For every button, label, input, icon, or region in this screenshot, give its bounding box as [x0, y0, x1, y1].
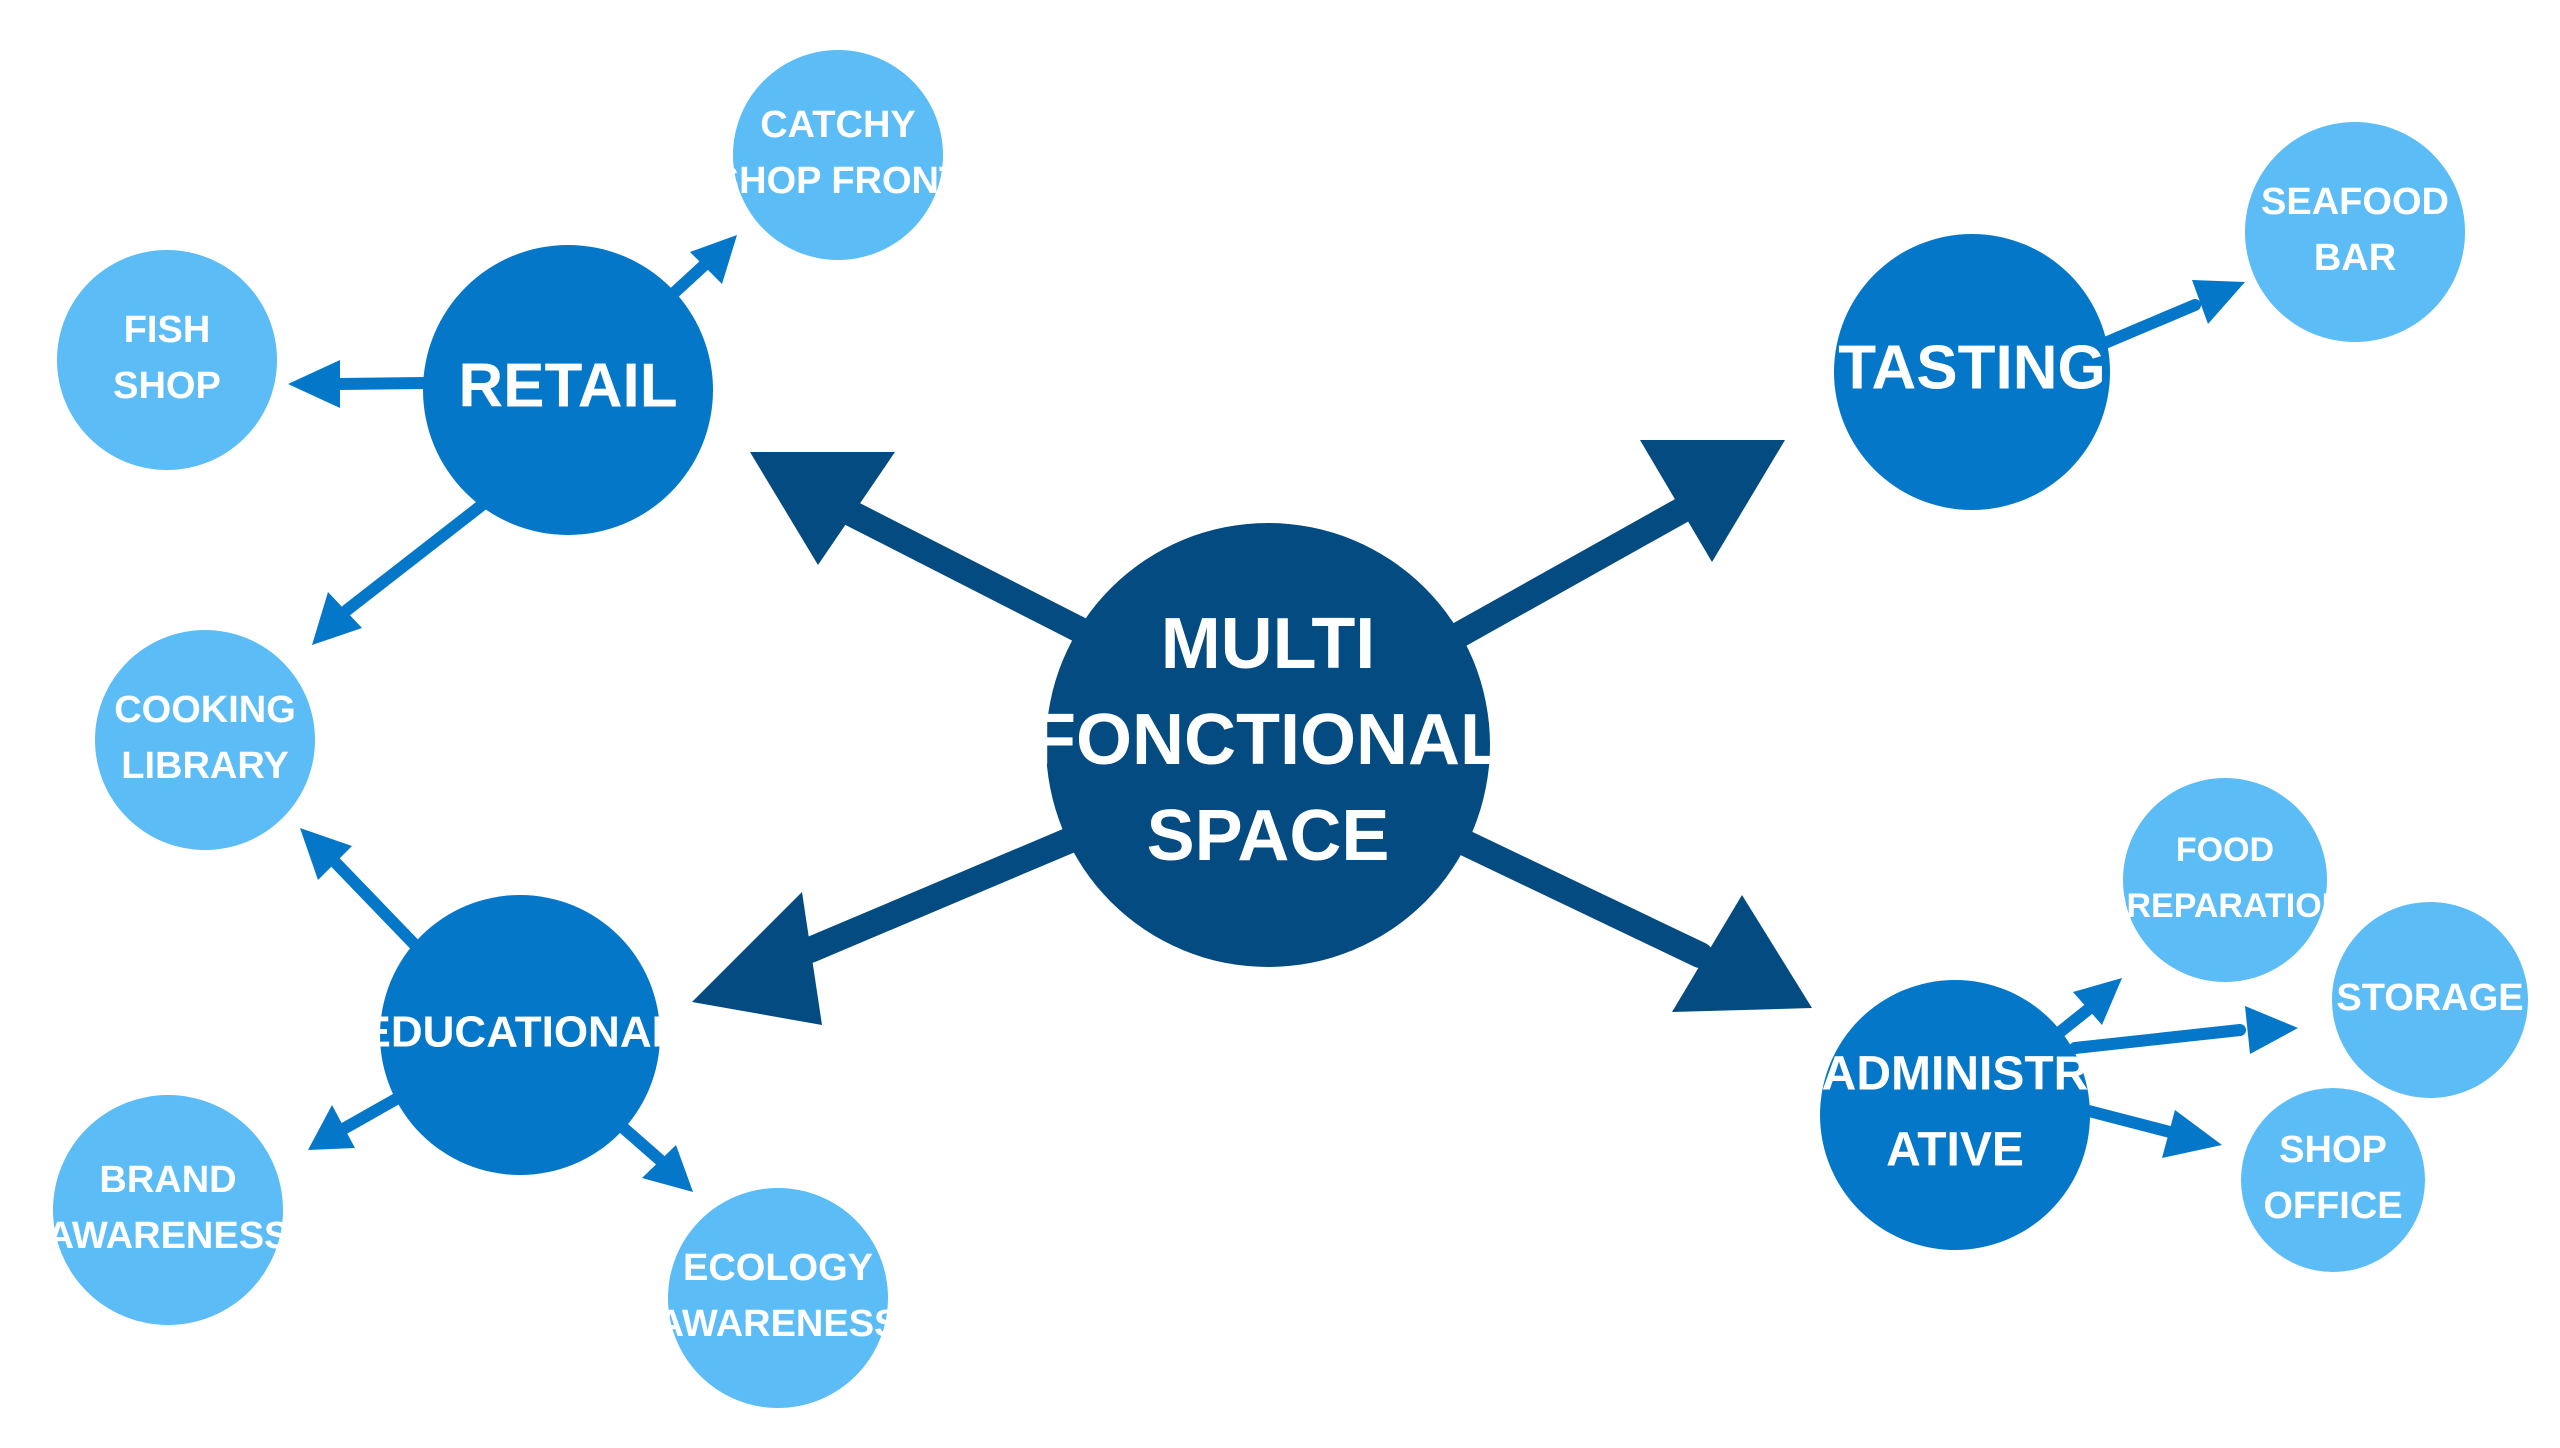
- arrow-administrative-to-food-preparation: [2054, 978, 2122, 1038]
- administrative-node-label: ADMINISTR: [1822, 1048, 2089, 1101]
- cooking-library-node-label: COOKING: [114, 689, 296, 731]
- brand-awareness-node: BRAND AWARENESS: [47, 1095, 290, 1325]
- administrative-node-label: ATIVE: [1886, 1124, 2024, 1177]
- fish-shop-node-circle: [57, 250, 277, 470]
- shop-office-node-label: OFFICE: [2263, 1185, 2402, 1227]
- shop-office-node: SHOP OFFICE: [2241, 1088, 2425, 1272]
- arrow-administrative-to-storage: [2069, 1006, 2298, 1054]
- shop-office-node-label: SHOP: [2279, 1129, 2387, 1171]
- storage-node: STORAGE: [2332, 902, 2528, 1098]
- ecology-awareness-node-label: AWARENESS: [657, 1303, 900, 1345]
- arrow-center-to-educational: [692, 825, 1088, 1025]
- arrow-center-to-administrative: [1442, 825, 1812, 1012]
- food-preparation-node-circle: [2123, 778, 2327, 982]
- seafood-bar-node: SEAFOOD BAR: [2245, 122, 2465, 342]
- arrow-educational-to-cooking-library: [300, 828, 421, 951]
- brand-awareness-node-label: AWARENESS: [47, 1215, 290, 1257]
- brand-awareness-node-label: BRAND: [99, 1159, 236, 1201]
- ecology-awareness-node-circle: [668, 1188, 888, 1408]
- food-preparation-node-label: FOOD: [2176, 831, 2274, 869]
- arrow-educational-to-brand-awareness: [308, 1092, 404, 1150]
- nodes: MULTI FONCTIONAL SPACE RETAIL TASTING EDUCATI…: [47, 50, 2528, 1408]
- fish-shop-node-label: FISH: [124, 309, 211, 351]
- center-node-label: SPACE: [1147, 796, 1390, 876]
- seafood-bar-node-circle: [2245, 122, 2465, 342]
- retail-node-circle: [423, 245, 713, 535]
- retail-node: RETAIL: [423, 245, 713, 535]
- ecology-awareness-node: ECOLOGY AWARENESS: [657, 1188, 900, 1408]
- arrow-center-to-tasting: [1437, 440, 1785, 653]
- cooking-library-node-circle: [95, 630, 315, 850]
- educational-node: EDUCATIONAL: [362, 895, 679, 1175]
- seafood-bar-node-label: SEAFOOD: [2261, 181, 2449, 223]
- arrow-retail-to-cooking-library: [312, 499, 488, 645]
- arrow-center-to-retail: [750, 452, 1093, 643]
- arrow-retail-to-fish-shop: [288, 360, 431, 408]
- storage-node-circle: [2332, 902, 2528, 1098]
- center-arrows: [692, 440, 1812, 1025]
- food-preparation-node: FOOD PREPARATION: [2104, 778, 2346, 982]
- arrow-retail-to-catchy-shop-front: [669, 235, 737, 298]
- brand-awareness-node-circle: [53, 1095, 283, 1325]
- fish-shop-node: FISH SHOP: [57, 250, 277, 470]
- shop-office-node-circle: [2241, 1088, 2425, 1272]
- catchy-shop-front-node-circle: [733, 50, 943, 260]
- tasting-node-circle: [1834, 234, 2110, 510]
- catchy-shop-front-node: CATCHY SHOP FRONT: [714, 50, 962, 260]
- catchy-shop-front-node-label: SHOP FRONT: [714, 160, 962, 202]
- center-node-label: MULTI: [1161, 604, 1376, 684]
- arrow-administrative-to-shop-office: [2079, 1104, 2222, 1158]
- tasting-node-label: TASTING: [1838, 333, 2106, 402]
- center-node-label: FONCTIONAL: [1032, 700, 1504, 780]
- branch-arrows: [288, 235, 2298, 1192]
- seafood-bar-node-label: BAR: [2314, 237, 2396, 279]
- center-node: MULTI FONCTIONAL SPACE: [1032, 523, 1504, 967]
- center-node-circle: [1046, 523, 1490, 967]
- administrative-node: ADMINISTR ATIVE: [1820, 980, 2090, 1250]
- fish-shop-node-label: SHOP: [113, 365, 221, 407]
- catchy-shop-front-node-label: CATCHY: [760, 104, 916, 146]
- ecology-awareness-node-label: ECOLOGY: [683, 1247, 873, 1289]
- educational-node-label: EDUCATIONAL: [362, 1008, 679, 1057]
- storage-node-label: STORAGE: [2336, 977, 2523, 1019]
- cooking-library-node-label: LIBRARY: [121, 745, 288, 787]
- arrow-tasting-to-seafood-bar: [2099, 280, 2245, 349]
- tasting-node: TASTING: [1834, 234, 2110, 510]
- administrative-node-circle: [1820, 980, 2090, 1250]
- arrow-educational-to-ecology-awareness: [614, 1119, 693, 1192]
- retail-node-label: RETAIL: [458, 351, 677, 420]
- food-preparation-node-label: PREPARATION: [2104, 887, 2346, 925]
- cooking-library-node: COOKING LIBRARY: [95, 630, 315, 850]
- educational-node-circle: [380, 895, 660, 1175]
